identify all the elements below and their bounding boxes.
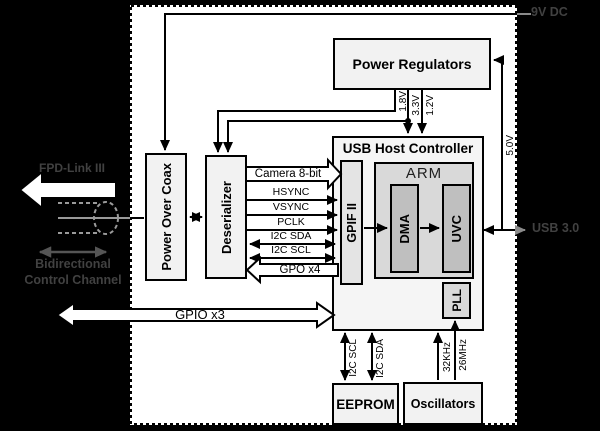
block-dma-label: DMA: [397, 213, 412, 244]
block-eeprom: EEPROM: [332, 383, 399, 425]
control-channel-label: Control Channel: [24, 273, 122, 287]
rail-1v2-label: 1.2V: [424, 94, 436, 116]
rail-3v3-label: 3.3V: [410, 94, 422, 116]
hsync-label: HSYNC: [272, 186, 310, 198]
block-uvc: UVC: [442, 184, 471, 273]
block-pll-label: PLL: [449, 289, 464, 312]
i2c-scl-label: I2C SCL: [271, 244, 311, 256]
block-deserializer-label: Deserializer: [218, 180, 234, 254]
rail-5v0-label: 5.0V: [504, 134, 516, 156]
block-eeprom-label: EEPROM: [336, 396, 395, 412]
fpd-link-label: FPD-Link III: [39, 161, 105, 175]
gpo-label: GPO x4: [279, 264, 321, 276]
eeprom-sda-label: I2C SDA: [374, 338, 386, 378]
block-power-over-coax: Power Over Coax: [145, 153, 187, 281]
block-uvc-label: UVC: [449, 214, 464, 243]
block-dma: DMA: [390, 184, 419, 273]
pclk-label: PCLK: [277, 216, 305, 228]
coax-connector: [93, 201, 119, 235]
arrow-fpd-link: [18, 169, 117, 211]
block-oscillators-label: Oscillators: [410, 396, 476, 411]
dc-input-label: 9V DC: [531, 5, 568, 19]
usb-label: USB 3.0: [532, 221, 580, 235]
eeprom-scl-label: I2C SCL: [347, 339, 359, 377]
block-oscillators: Oscillators: [403, 382, 483, 425]
camera-bus-label: Camera 8-bit: [254, 168, 322, 180]
block-power-regulators-label: Power Regulators: [352, 56, 472, 72]
block-power-regulators: Power Regulators: [333, 38, 491, 90]
bidirectional-label: Bidirectional: [35, 257, 111, 271]
block-arm-label: ARM: [405, 165, 443, 182]
gpio-label: GPIO x3: [175, 307, 225, 322]
vsync-label: VSYNC: [272, 201, 310, 213]
block-power-over-coax-label: Power Over Coax: [158, 163, 174, 271]
rail-1v8-label: 1.8V: [397, 90, 409, 112]
clock-26mhz-label: 26MHz: [457, 339, 469, 371]
block-deserializer: Deserializer: [205, 155, 247, 279]
block-pll: PLL: [442, 282, 471, 319]
block-usb-host-controller-label: USB Host Controller: [342, 141, 474, 156]
clock-32khz-label: 32KHz: [441, 341, 453, 372]
block-gpif-label: GPIF II: [344, 202, 359, 243]
block-gpif: GPIF II: [340, 160, 363, 285]
i2c-sda-label: I2C SDA: [270, 230, 312, 242]
